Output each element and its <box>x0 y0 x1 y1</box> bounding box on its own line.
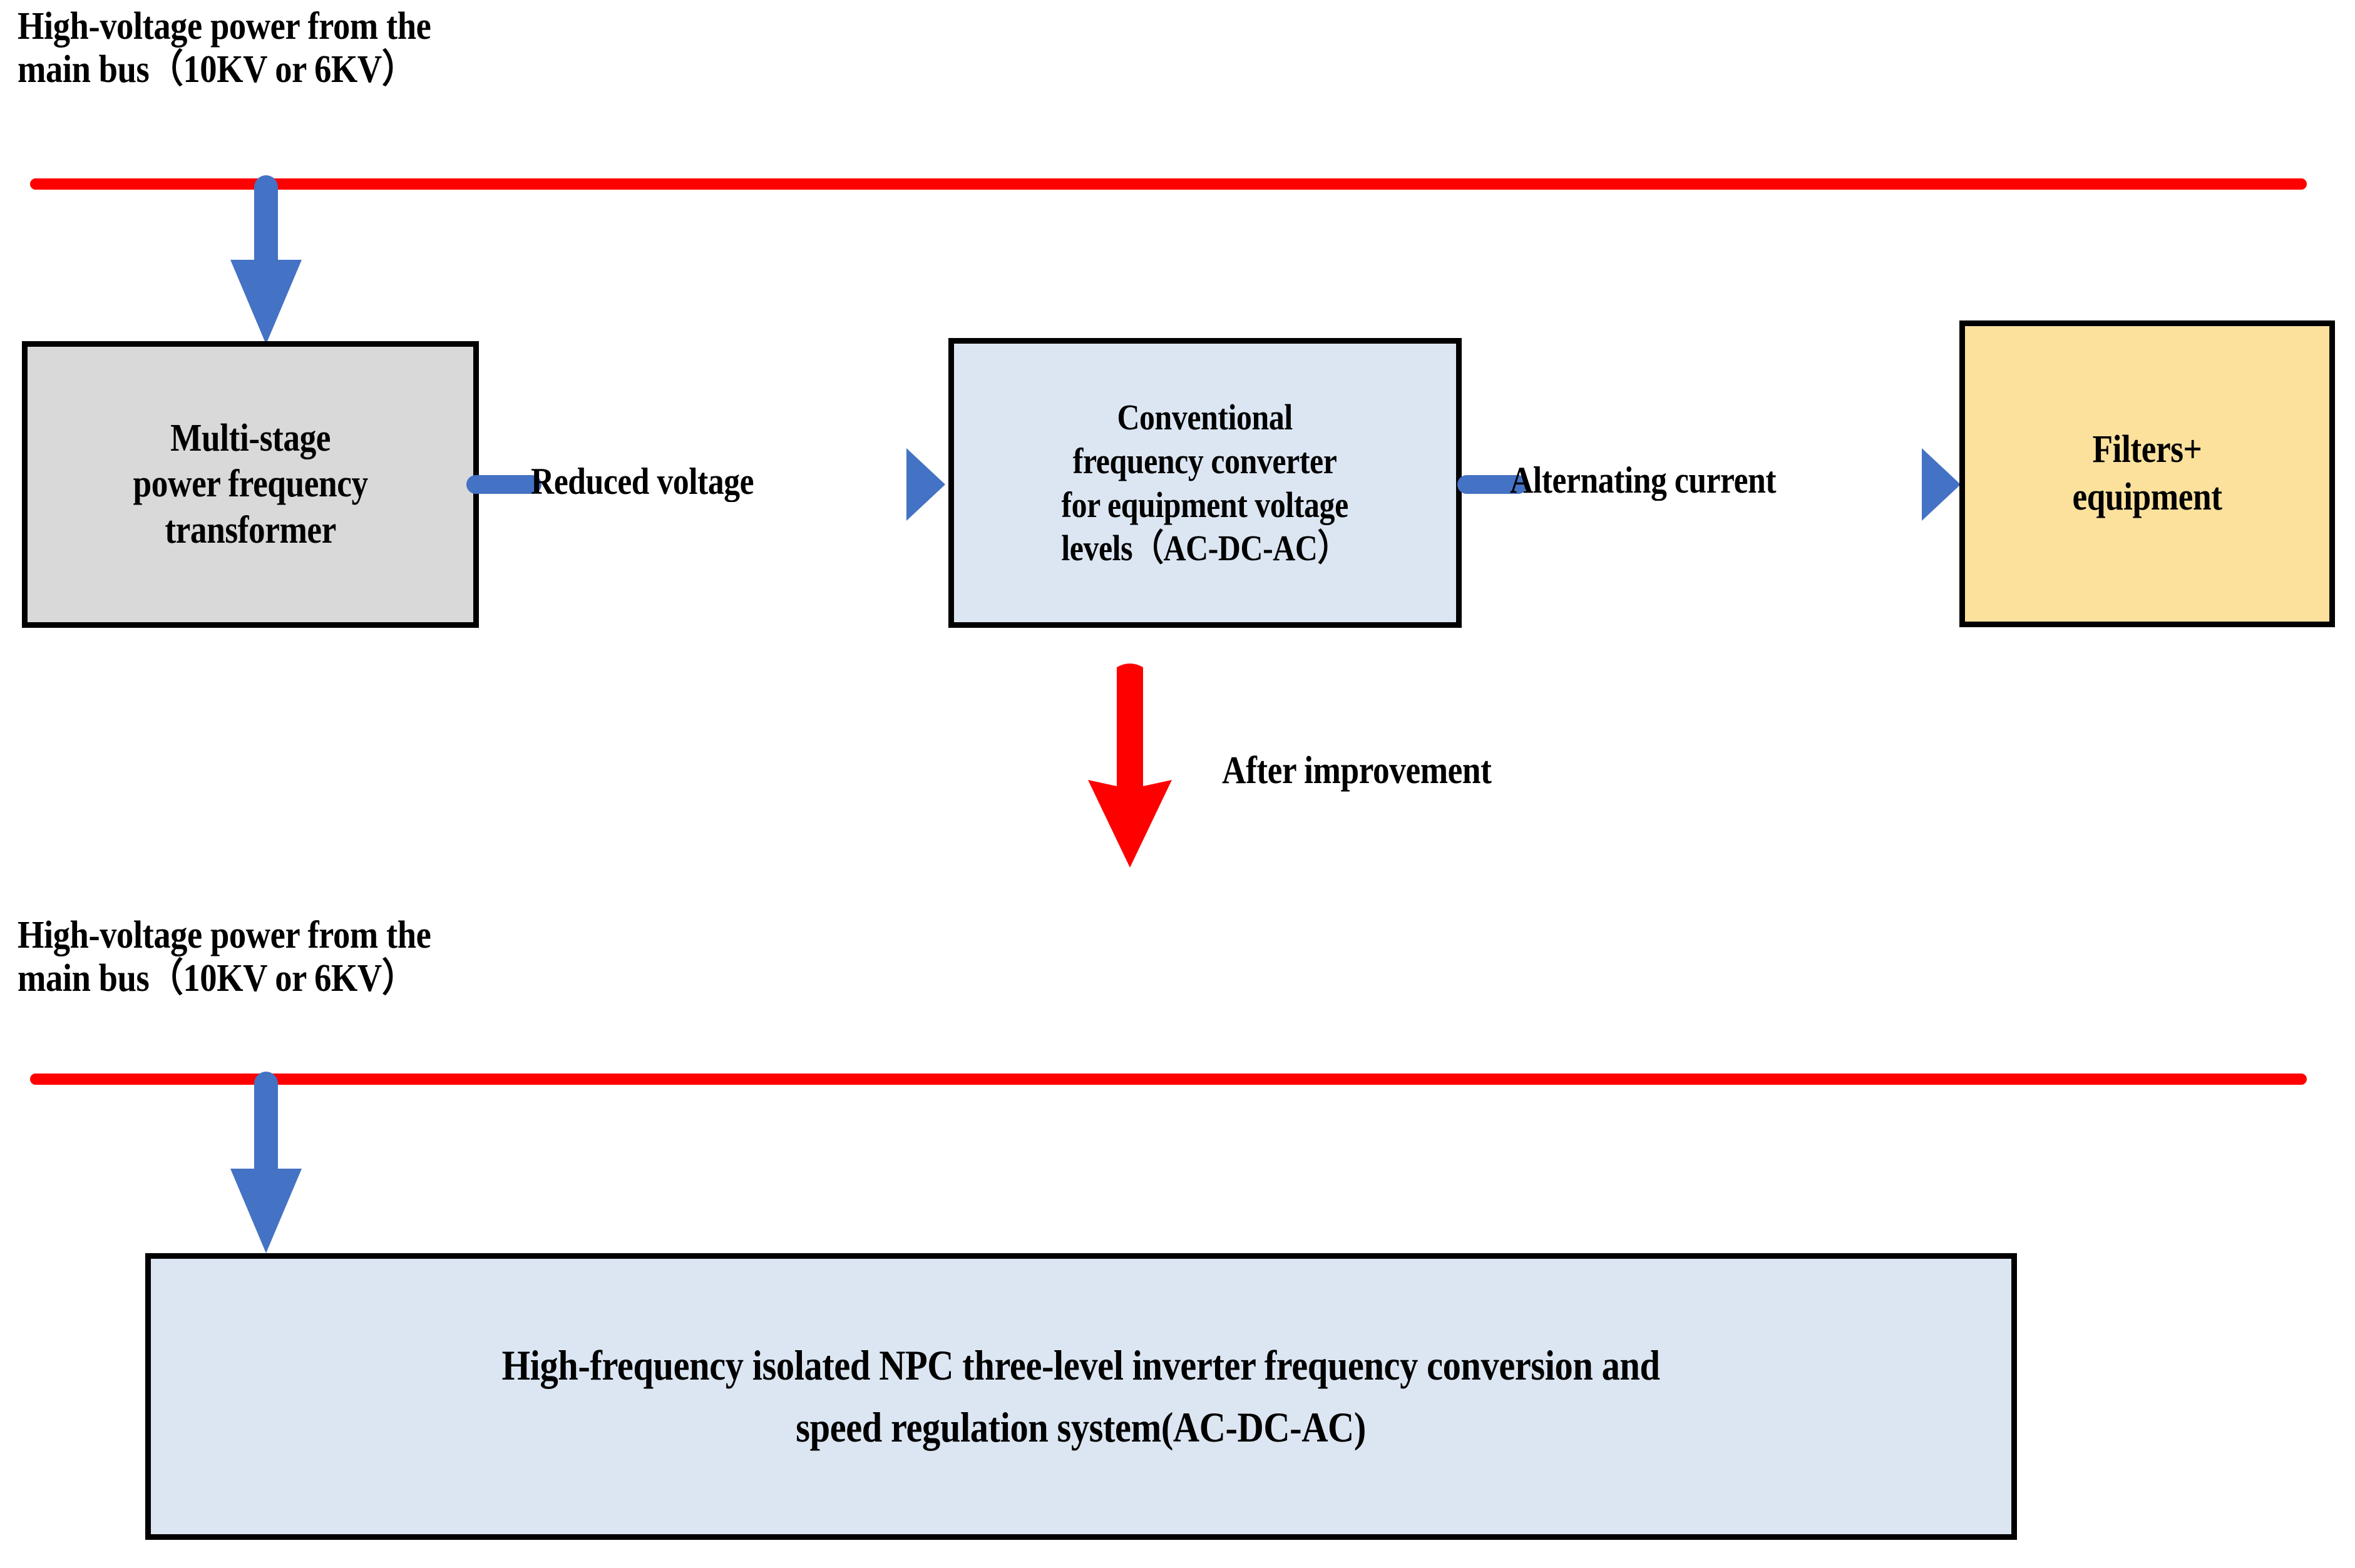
box-npc-three-level-system-label: High-frequency isolated NPC three-level … <box>501 1341 1661 1451</box>
box-filters-equipment[interactable]: Filters+ equipment <box>1959 320 2335 627</box>
alternating-current-arrow-head <box>1922 448 1961 521</box>
box-conventional-frequency-converter[interactable]: Conventional frequency converter for equ… <box>948 338 1462 628</box>
label-reduced-voltage: Reduced voltage <box>531 461 754 502</box>
reduced-voltage-arrow-head <box>906 448 945 521</box>
arrow-head <box>230 1169 302 1253</box>
reduced-voltage-connector-stub <box>466 475 541 494</box>
caption-bottom-high-voltage: High-voltage power from the main bus（10K… <box>18 914 431 1000</box>
box-multi-stage-transformer-label: Multi-stage power frequency transformer <box>133 417 368 551</box>
box-multi-stage-transformer[interactable]: Multi-stage power frequency transformer <box>22 341 479 628</box>
caption-top-high-voltage: High-voltage power from the main bus（10K… <box>18 5 431 91</box>
after-improvement-arrow <box>1088 664 1172 868</box>
box-npc-three-level-system[interactable]: High-frequency isolated NPC three-level … <box>145 1253 2017 1540</box>
box-conventional-frequency-converter-label: Conventional frequency converter for equ… <box>1061 397 1349 569</box>
main-bus-line-bottom <box>30 1074 2307 1085</box>
arrow-shaft <box>254 175 278 263</box>
label-alternating-current: Alternating current <box>1510 459 1777 501</box>
bus-to-system-arrow <box>230 1072 302 1259</box>
arrow-head <box>230 260 302 344</box>
alternating-current-connector-stub <box>1457 475 1527 494</box>
box-filters-equipment-label: Filters+ equipment <box>2072 428 2222 518</box>
bus-to-transformer-arrow <box>230 175 302 346</box>
main-bus-line-top <box>30 178 2307 190</box>
label-after-improvement: After improvement <box>1222 749 1492 792</box>
arrow-shaft <box>254 1072 278 1172</box>
